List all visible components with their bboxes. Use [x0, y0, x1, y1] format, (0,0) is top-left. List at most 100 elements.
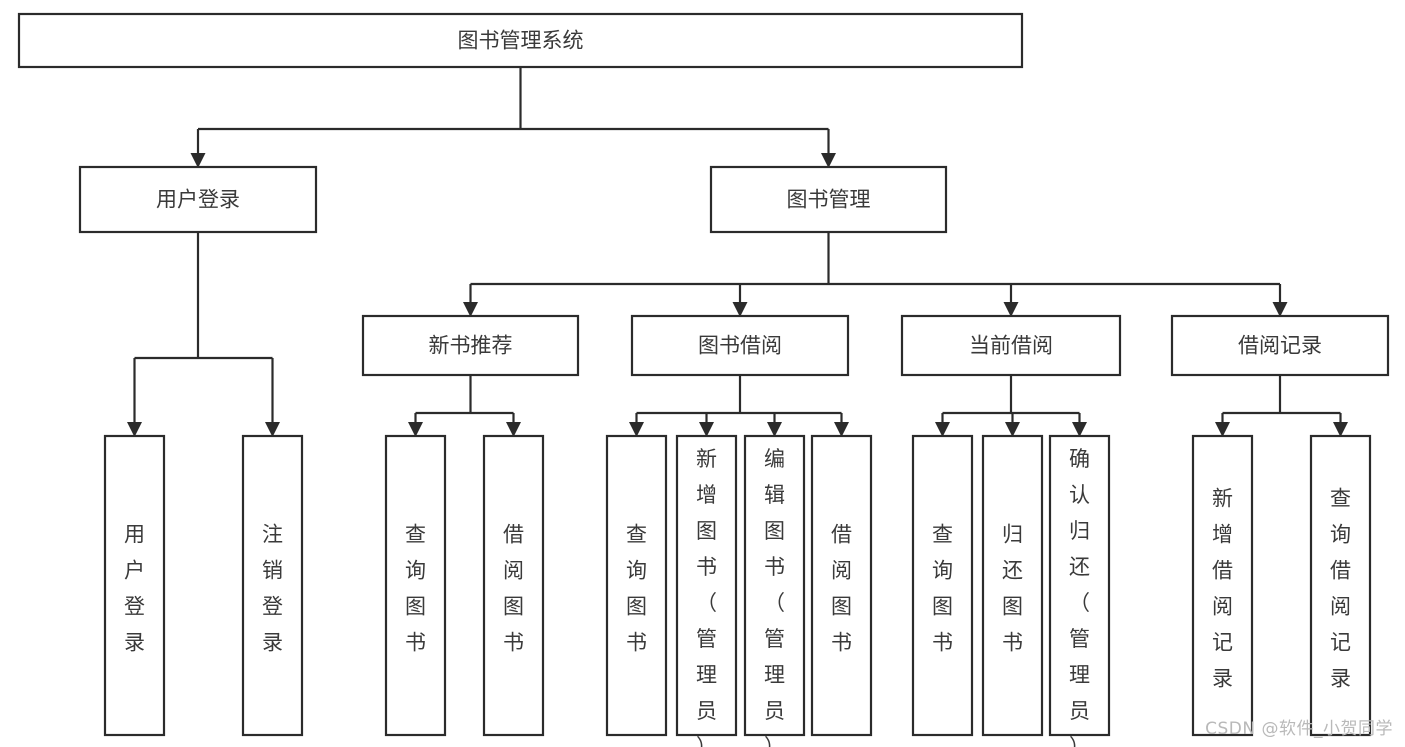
node-label-borrow-record: 借阅记录 — [1238, 334, 1322, 358]
node-box-current-borrow — [900, 314, 1122, 377]
arrow-head-icon — [190, 153, 206, 168]
node-box-leaf-logout-login — [241, 434, 304, 737]
node-label-char: 查 — [405, 523, 426, 547]
arrow-head-icon — [463, 302, 478, 317]
node-label-char: 新 — [696, 447, 717, 471]
node-box-root — [17, 12, 1024, 69]
node-label-char: 图 — [696, 519, 717, 543]
arrow-head-icon — [1072, 422, 1087, 437]
node-label-char: 录 — [1330, 667, 1351, 691]
node-label-current-borrow: 当前借阅 — [969, 334, 1053, 358]
node-label-char: 书 — [932, 631, 953, 655]
node-label-char: 编 — [764, 447, 785, 471]
node-label-char: 阅 — [831, 559, 852, 583]
arrow-head-icon — [1003, 302, 1019, 317]
node-box-leaf-edit-book-admin — [743, 434, 806, 737]
node-label-char: 员 — [1069, 699, 1090, 723]
node-label-char: 管 — [764, 627, 785, 651]
node-box-leaf-borrow-book-1 — [482, 434, 545, 737]
node-label-char: 录 — [1212, 667, 1233, 691]
node-box-book-manage — [709, 165, 948, 234]
node-label-char: ） — [1069, 735, 1090, 747]
node-box-leaf-return-book — [981, 434, 1044, 737]
node-box-borrow-record — [1170, 314, 1390, 377]
node-label-char: 图 — [764, 519, 785, 543]
node-user-login[interactable]: 用户登录 — [78, 165, 318, 234]
node-box-new-book-recommend — [361, 314, 580, 377]
node-label-book-manage: 图书管理 — [787, 188, 871, 212]
node-label-char: 归 — [1002, 523, 1023, 547]
node-box-leaf-query-book-1 — [384, 434, 447, 737]
node-label-char: 查 — [626, 523, 647, 547]
node-label-user-login: 用户登录 — [156, 188, 240, 212]
node-label-char: 管 — [1069, 627, 1090, 651]
arrow-head-icon — [767, 422, 782, 437]
node-box-leaf-query-book-3 — [911, 434, 974, 737]
arrow-head-icon — [506, 422, 521, 437]
node-label-char: 注 — [262, 523, 283, 547]
node-box-leaf-add-book-admin — [675, 434, 738, 737]
node-label-char: 员 — [764, 699, 785, 723]
node-label-char: 询 — [932, 559, 953, 583]
node-label-new-book-recommend: 新书推荐 — [429, 334, 513, 358]
node-root[interactable]: 图书管理系统 — [17, 12, 1024, 69]
node-box-leaf-borrow-book-2 — [810, 434, 873, 737]
node-leaf-user-login[interactable]: 用户登录 — [103, 434, 166, 737]
arrow-head-icon — [732, 302, 748, 317]
node-book-manage[interactable]: 图书管理 — [709, 165, 948, 234]
arrow-head-icon — [935, 422, 950, 437]
node-label-char: 查 — [1330, 487, 1351, 511]
node-box-leaf-add-borrow-record — [1191, 434, 1254, 737]
node-label-char: 还 — [1002, 559, 1023, 583]
node-new-book-recommend[interactable]: 新书推荐 — [361, 314, 580, 377]
node-label-char: 图 — [831, 595, 852, 619]
node-box-leaf-query-book-2 — [605, 434, 668, 737]
arrow-head-icon — [127, 422, 142, 437]
arrow-head-icon — [1333, 422, 1348, 437]
arrow-head-icon — [1005, 422, 1020, 437]
node-label-char: 借 — [1330, 559, 1351, 583]
node-label-char: 登 — [262, 595, 283, 619]
connectors-layer — [127, 67, 1348, 437]
node-label-char: 辑 — [764, 483, 785, 507]
node-label-char: 认 — [1069, 483, 1090, 507]
node-box-book-borrow — [630, 314, 850, 377]
node-label-char: 录 — [124, 631, 145, 655]
node-label-char: 图 — [1002, 595, 1023, 619]
node-label-char: 书 — [405, 631, 426, 655]
node-label-char: 阅 — [1330, 595, 1351, 619]
node-label-char: 查 — [932, 523, 953, 547]
node-label-char: 登 — [124, 595, 145, 619]
node-label-root: 图书管理系统 — [458, 29, 584, 53]
node-label-char: 确 — [1069, 447, 1090, 471]
node-label-char: 增 — [1212, 523, 1233, 547]
arrow-head-icon — [821, 153, 836, 168]
node-borrow-record[interactable]: 借阅记录 — [1170, 314, 1390, 377]
node-label-char: 图 — [626, 595, 647, 619]
arrow-head-icon — [699, 422, 714, 437]
node-label-char: ） — [764, 735, 785, 747]
node-label-book-borrow: 图书借阅 — [698, 334, 782, 358]
node-current-borrow[interactable]: 当前借阅 — [900, 314, 1122, 377]
node-label-char: 借 — [1212, 559, 1233, 583]
node-book-borrow[interactable]: 图书借阅 — [630, 314, 850, 377]
node-label-char: 书 — [696, 555, 717, 579]
arrow-head-icon — [265, 422, 280, 437]
node-label-char: 户 — [124, 559, 145, 583]
node-label-char: 理 — [1069, 663, 1090, 687]
node-label-char: 询 — [1330, 523, 1351, 547]
node-label-char: 书 — [764, 555, 785, 579]
